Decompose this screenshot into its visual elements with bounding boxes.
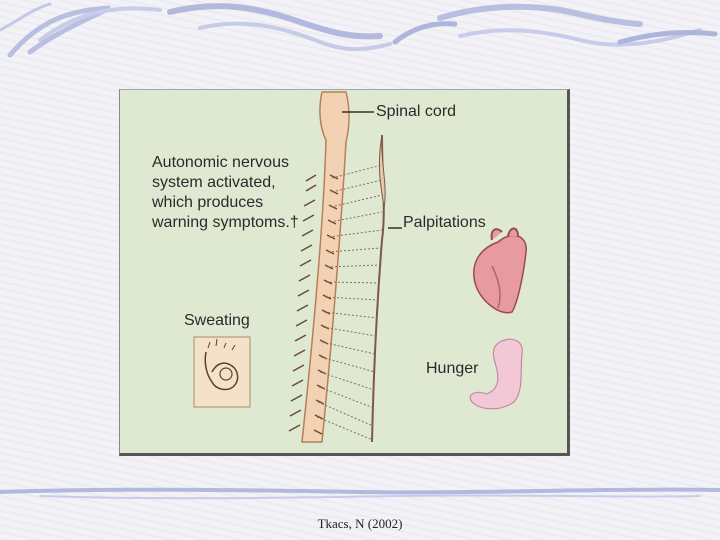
citation-text: Tkacs, N (2002)	[317, 516, 403, 531]
palpitations-label: Palpitations	[403, 214, 486, 231]
autonomic-activation-label: Autonomic nervous system activated, whic…	[152, 154, 299, 231]
sweating-label: Sweating	[184, 312, 250, 329]
decorative-bottom-border	[0, 487, 720, 500]
sweating-hand-illustration	[193, 336, 251, 408]
heart-illustration	[473, 227, 527, 314]
spinal-cord-shape	[301, 91, 350, 443]
connecting-nerve-fibers	[316, 164, 383, 441]
stomach-illustration	[469, 338, 523, 410]
decorative-top-border	[0, 2, 718, 58]
figure-artwork	[193, 91, 527, 443]
nervous-system-figure: Spinal cord Autonomic nervous system act…	[119, 89, 570, 456]
spinal-cord-label: Spinal cord	[376, 103, 457, 120]
hunger-label: Hunger	[426, 360, 479, 377]
